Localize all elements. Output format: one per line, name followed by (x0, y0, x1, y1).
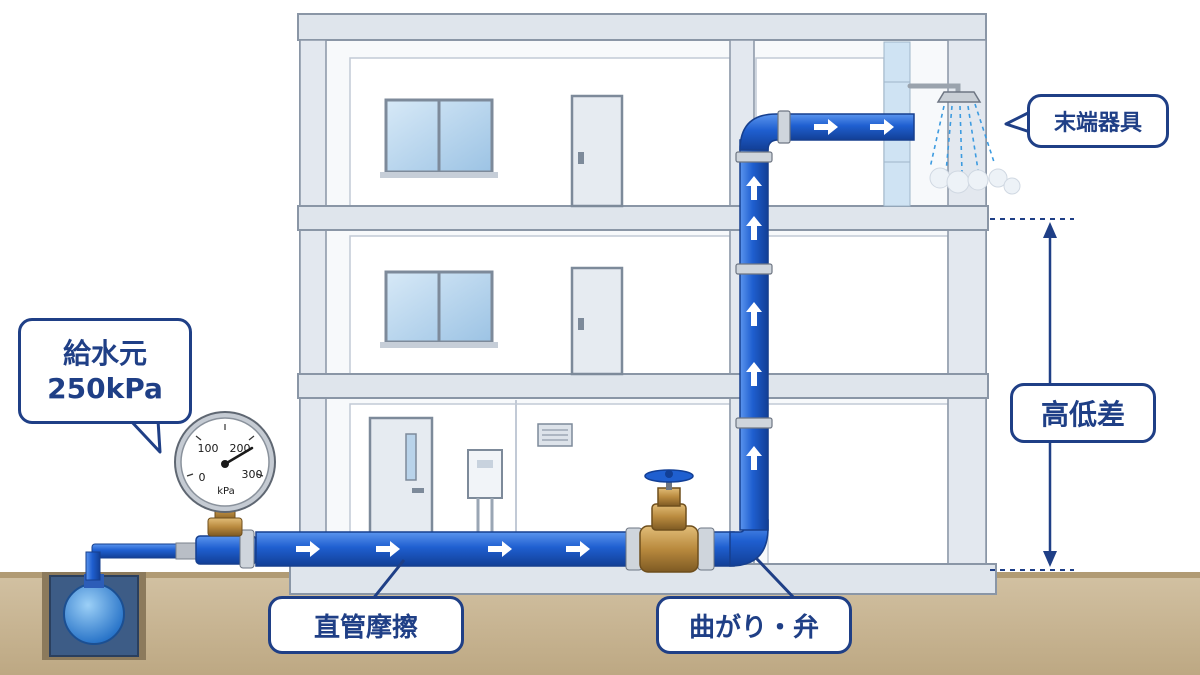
pipe-friction-callout: 直管摩擦 (268, 596, 464, 654)
door-3f (570, 94, 624, 208)
gauge-tick-0: 0 (199, 471, 206, 484)
water-tank (63, 583, 125, 645)
bend-valve-callout: 曲がり・弁 (656, 596, 852, 654)
water-source-pressure: 250kPa (47, 372, 163, 405)
terminal-fixture-label: 末端器具 (1053, 111, 1142, 136)
vent-grille (537, 423, 573, 447)
gauge-tick-200: 200 (230, 442, 251, 455)
water-source-label: 給水元 (62, 337, 147, 370)
flow-arrows (296, 119, 894, 557)
callout-source-pointer (128, 418, 162, 454)
height-arrow-up (1043, 222, 1057, 238)
pressure-gauge: 0 100 200 300 kPa (174, 411, 276, 537)
window-2f (380, 270, 498, 348)
water-source-pit (42, 572, 146, 660)
gauge-tick-300: 300 (242, 468, 263, 481)
bend-valve-label: 曲がり・弁 (688, 612, 819, 643)
height-difference-label: 高低差 (1040, 398, 1125, 431)
pipe-clamps (735, 110, 791, 429)
callout-bend-pointer (754, 556, 798, 602)
pipe-friction-label: 直管摩擦 (313, 612, 418, 643)
gauge-unit: kPa (217, 486, 235, 497)
branch-pipe (785, 113, 915, 141)
water-heater (467, 400, 517, 540)
gauge-needle (223, 446, 254, 466)
callout-pipe-pointer (370, 559, 406, 601)
water-spray (929, 103, 995, 173)
door-2f (570, 266, 624, 376)
window-3f (380, 98, 498, 178)
gauge-tick-100: 100 (198, 442, 219, 455)
height-arrow-down (1043, 551, 1057, 567)
water-source-callout: 給水元 250kPa (18, 318, 192, 424)
height-difference-callout: 高低差 (1010, 383, 1156, 443)
terminal-fixture-callout: 末端器具 (1027, 94, 1169, 148)
shower-head (907, 83, 1021, 195)
gate-valve (639, 469, 699, 573)
